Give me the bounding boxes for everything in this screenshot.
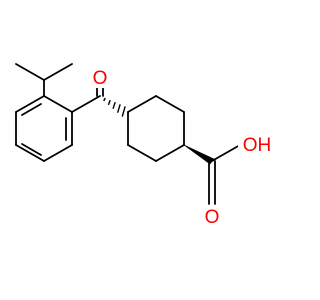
hash-line-3 <box>112 101 116 110</box>
benzene-bond-1 <box>43 95 73 113</box>
aryl-carbonyl-bond <box>71 95 101 113</box>
cyclohexane-bond-1 <box>127 95 157 113</box>
ketone-group: O <box>71 68 126 117</box>
carboxyl-oxygen-label: O <box>205 207 220 228</box>
benzene-ring <box>15 95 73 162</box>
carboxyl-oxygen-background <box>202 208 222 228</box>
isopropyl-bond-methyl-right <box>43 63 73 81</box>
carboxyl-single-bond <box>211 144 241 162</box>
hash-line-1 <box>103 97 106 102</box>
hydroxyl-label: OH <box>243 135 272 156</box>
hydroxyl-background <box>238 136 272 156</box>
ketone-oxygen-label: O <box>93 68 108 89</box>
hashed-wedge-bond <box>103 97 126 117</box>
carboxylic-acid-group: OH O <box>183 135 272 228</box>
isopropyl-group <box>15 63 73 97</box>
isopropyl-bond-methyl-left <box>15 63 45 81</box>
molecule-drawing: O OH O <box>15 63 272 228</box>
benzene-inner-bond-2 <box>21 143 42 156</box>
cyclohexane-bond-2 <box>155 95 185 113</box>
benzene-bond-4 <box>15 144 45 162</box>
cyclohexane-bond-5 <box>127 144 157 162</box>
benzene-bond-3 <box>43 144 73 162</box>
chemical-structure-diagram: O OH O <box>15 63 272 229</box>
cyclohexane-ring <box>127 95 185 162</box>
benzene-inner-bond-3 <box>21 103 42 116</box>
cyclohexane-bond-4 <box>155 144 185 162</box>
hash-line-2 <box>107 99 111 106</box>
hash-line-4 <box>117 104 121 113</box>
hash-line-5 <box>121 106 126 117</box>
ketone-oxygen-background <box>90 70 110 88</box>
benzene-bond-6 <box>15 95 45 113</box>
